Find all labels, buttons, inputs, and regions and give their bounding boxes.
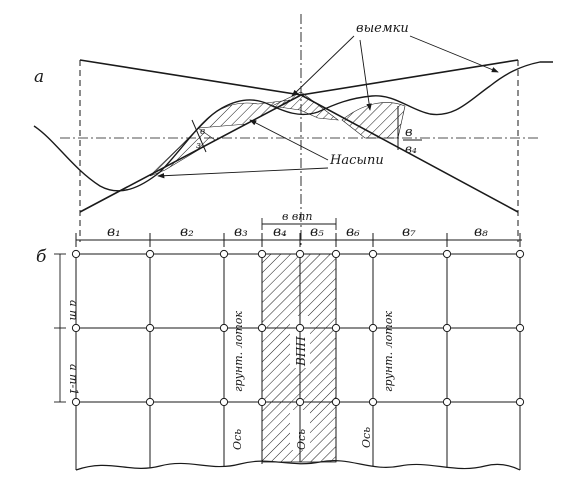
grid-node — [295, 397, 305, 407]
grid-node — [257, 249, 267, 259]
slope-ratio-bottom: в₄ — [405, 142, 417, 156]
grid-node — [368, 249, 378, 259]
cuts-label: выемки — [356, 21, 409, 36]
dimension-ticks — [75, 233, 521, 247]
grid-node — [71, 249, 81, 259]
left-slope-segment — [191, 119, 207, 153]
small-label-2: з₁ — [196, 141, 205, 151]
column-label-2: в₂ — [180, 224, 194, 240]
grid-nodes — [71, 249, 525, 407]
row-label-1: а т — [67, 300, 80, 321]
column-label-6: в₆ — [346, 224, 360, 240]
grid-node — [331, 397, 341, 407]
grid-node — [368, 323, 378, 333]
grid-node — [219, 323, 229, 333]
grid-node — [515, 249, 525, 259]
panel-b: б в₁ в₂ в₃ в₄ в₅ в₆ в₇ в₈ в впп — [36, 210, 525, 471]
break-line — [75, 460, 521, 471]
fills-label: Насыпи — [329, 153, 384, 168]
grid-node — [515, 323, 525, 333]
row-dimension-ticks — [54, 253, 66, 403]
axis-label-center: Ось — [295, 429, 308, 450]
panel-a: а выемки Насыпи в в₄ в з₁ — [33, 14, 553, 245]
column-label-4: в₄ — [273, 224, 287, 240]
grid-node — [145, 249, 155, 259]
fill-area-left — [149, 127, 216, 177]
panel-b-label: б — [36, 247, 47, 267]
grid-node — [219, 397, 229, 407]
grid-node — [71, 397, 81, 407]
column-label-7: в₇ — [402, 224, 416, 240]
grid-node — [257, 323, 267, 333]
axis-label-right: Ось — [360, 427, 373, 448]
grid-node — [219, 249, 229, 259]
cuts-leader-2 — [359, 39, 372, 111]
runway-label: ВПП — [294, 336, 308, 367]
design-profile-line-lower — [79, 59, 519, 213]
runway-width-label: в впп — [282, 210, 312, 223]
natural-ground-line — [33, 61, 553, 192]
grid-node — [442, 323, 452, 333]
panel-a-label: а — [34, 67, 44, 87]
cuts-leader-3 — [409, 35, 499, 73]
column-label-5: в₅ — [310, 224, 324, 240]
fills-leader-2 — [157, 167, 329, 179]
grid-node — [331, 249, 341, 259]
grid-node — [442, 397, 452, 407]
cuts-leader-1 — [291, 35, 355, 97]
column-label-3: в₃ — [234, 224, 248, 240]
column-label-1: в₁ — [107, 224, 121, 240]
grid-node — [368, 397, 378, 407]
fills-leader-1 — [249, 119, 329, 161]
tray-label-left: грунт. лоток — [232, 311, 245, 392]
grid-node — [257, 397, 267, 407]
slope-ratio-top: в — [405, 125, 413, 140]
column-label-8: в₈ — [474, 224, 488, 240]
tray-label-right: грунт. лоток — [382, 311, 395, 392]
grid-node — [145, 323, 155, 333]
crown-fill-area — [270, 91, 340, 121]
cut-area-right — [341, 102, 406, 139]
grid-node — [145, 397, 155, 407]
small-label-1: в — [200, 127, 205, 137]
design-profile-line — [79, 59, 519, 213]
grid-node — [295, 249, 305, 259]
grid-node — [442, 249, 452, 259]
grid-node — [515, 397, 525, 407]
grid-vertical-lines — [75, 254, 521, 470]
grid-node — [71, 323, 81, 333]
grid-node — [331, 323, 341, 333]
axis-label-left: Ось — [231, 429, 244, 450]
grid-node — [295, 323, 305, 333]
row-label-2: а т-1 — [67, 364, 80, 395]
